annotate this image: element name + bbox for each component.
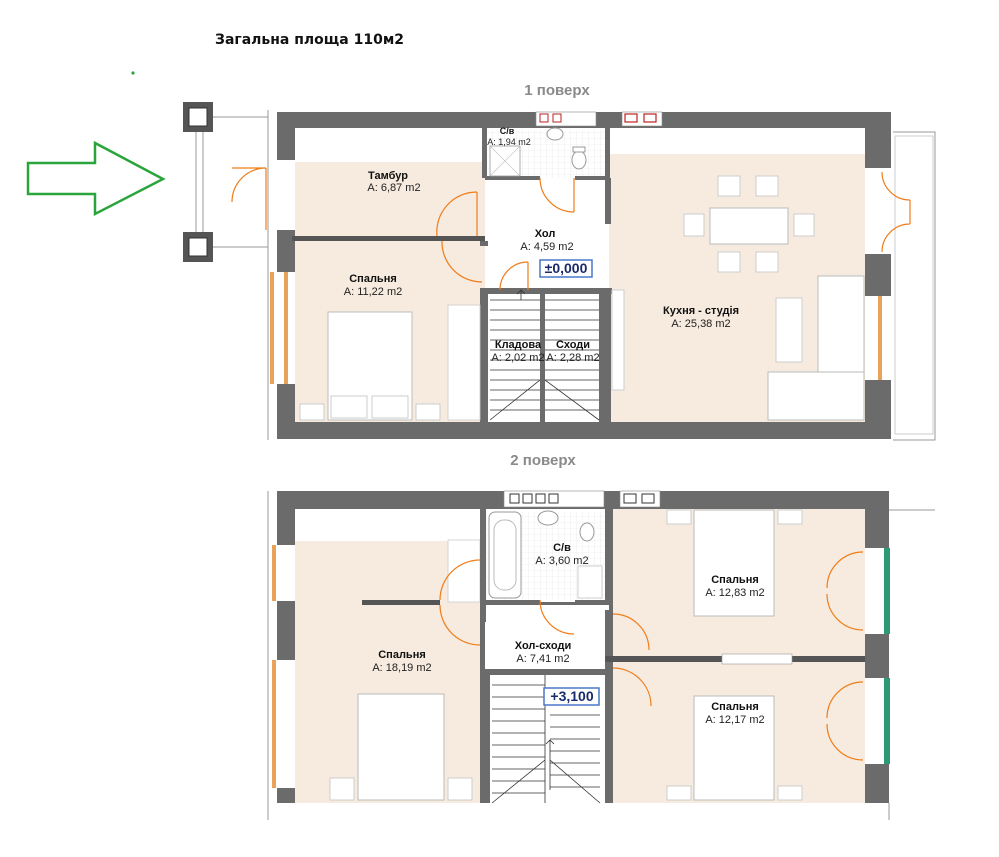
room-f1-stairs-area: A: 2,28 m2 — [546, 352, 599, 364]
room-f1-vestibule-area: A: 6,87 m2 — [367, 182, 420, 194]
floor1-label: 1 поверх — [524, 82, 590, 99]
entrance-arrow-icon — [26, 140, 166, 217]
room-f1-vestibule-name: Тамбур — [368, 170, 408, 182]
room-f1-bath-name: С/в — [500, 126, 515, 136]
room-f1-pantry-name: Кладова — [495, 339, 542, 351]
room-f2-bedroom3-area: A: 12,17 m2 — [705, 714, 764, 726]
floor1-plan — [183, 102, 936, 441]
room-f1-pantry-area: A: 2,02 m2 — [491, 352, 544, 364]
room-f1-kitchen-area: A: 25,38 m2 — [671, 318, 730, 330]
room-f1-hall-name: Хол — [535, 228, 556, 240]
room-f2-bedroom1-name: Спальня — [711, 574, 759, 586]
green-dot — [131, 71, 135, 75]
room-f1-kitchen-name: Кухня - студія — [663, 305, 739, 317]
floor2-plan — [267, 490, 935, 820]
room-f2-bedroom3-name: Спальня — [711, 701, 759, 713]
room-f1-hall-area: A: 4,59 m2 — [520, 241, 573, 253]
room-f2-bedroom2-name: Спальня — [378, 649, 426, 661]
room-f2-hall-name: Хол-сходи — [515, 640, 571, 652]
room-f1-bath-area: A: 1,94 m2 — [487, 137, 531, 147]
room-f1-bedroom-name: Спальня — [349, 273, 397, 285]
room-f2-bedroom1-area: A: 12,83 m2 — [705, 587, 764, 599]
room-f1-bedroom-area: A: 11,22 m2 — [344, 286, 403, 298]
room-f1-stairs-name: Сходи — [556, 339, 590, 351]
room-f2-hall-area: A: 7,41 m2 — [516, 653, 569, 665]
total-area-title: Загальна площа 110м2 — [215, 32, 404, 48]
room-f2-bath-area: A: 3,60 m2 — [535, 555, 588, 567]
room-f2-bedroom2-area: A: 18,19 m2 — [372, 662, 431, 674]
room-f2-bath-name: С/в — [553, 542, 571, 554]
elevation-f2-box — [543, 687, 600, 706]
elevation-f1-box — [539, 259, 593, 278]
floor2-label: 2 поверх — [510, 452, 576, 469]
elevation-f1: ±0,000 — [545, 260, 588, 276]
elevation-f2: +3,100 — [550, 688, 593, 704]
